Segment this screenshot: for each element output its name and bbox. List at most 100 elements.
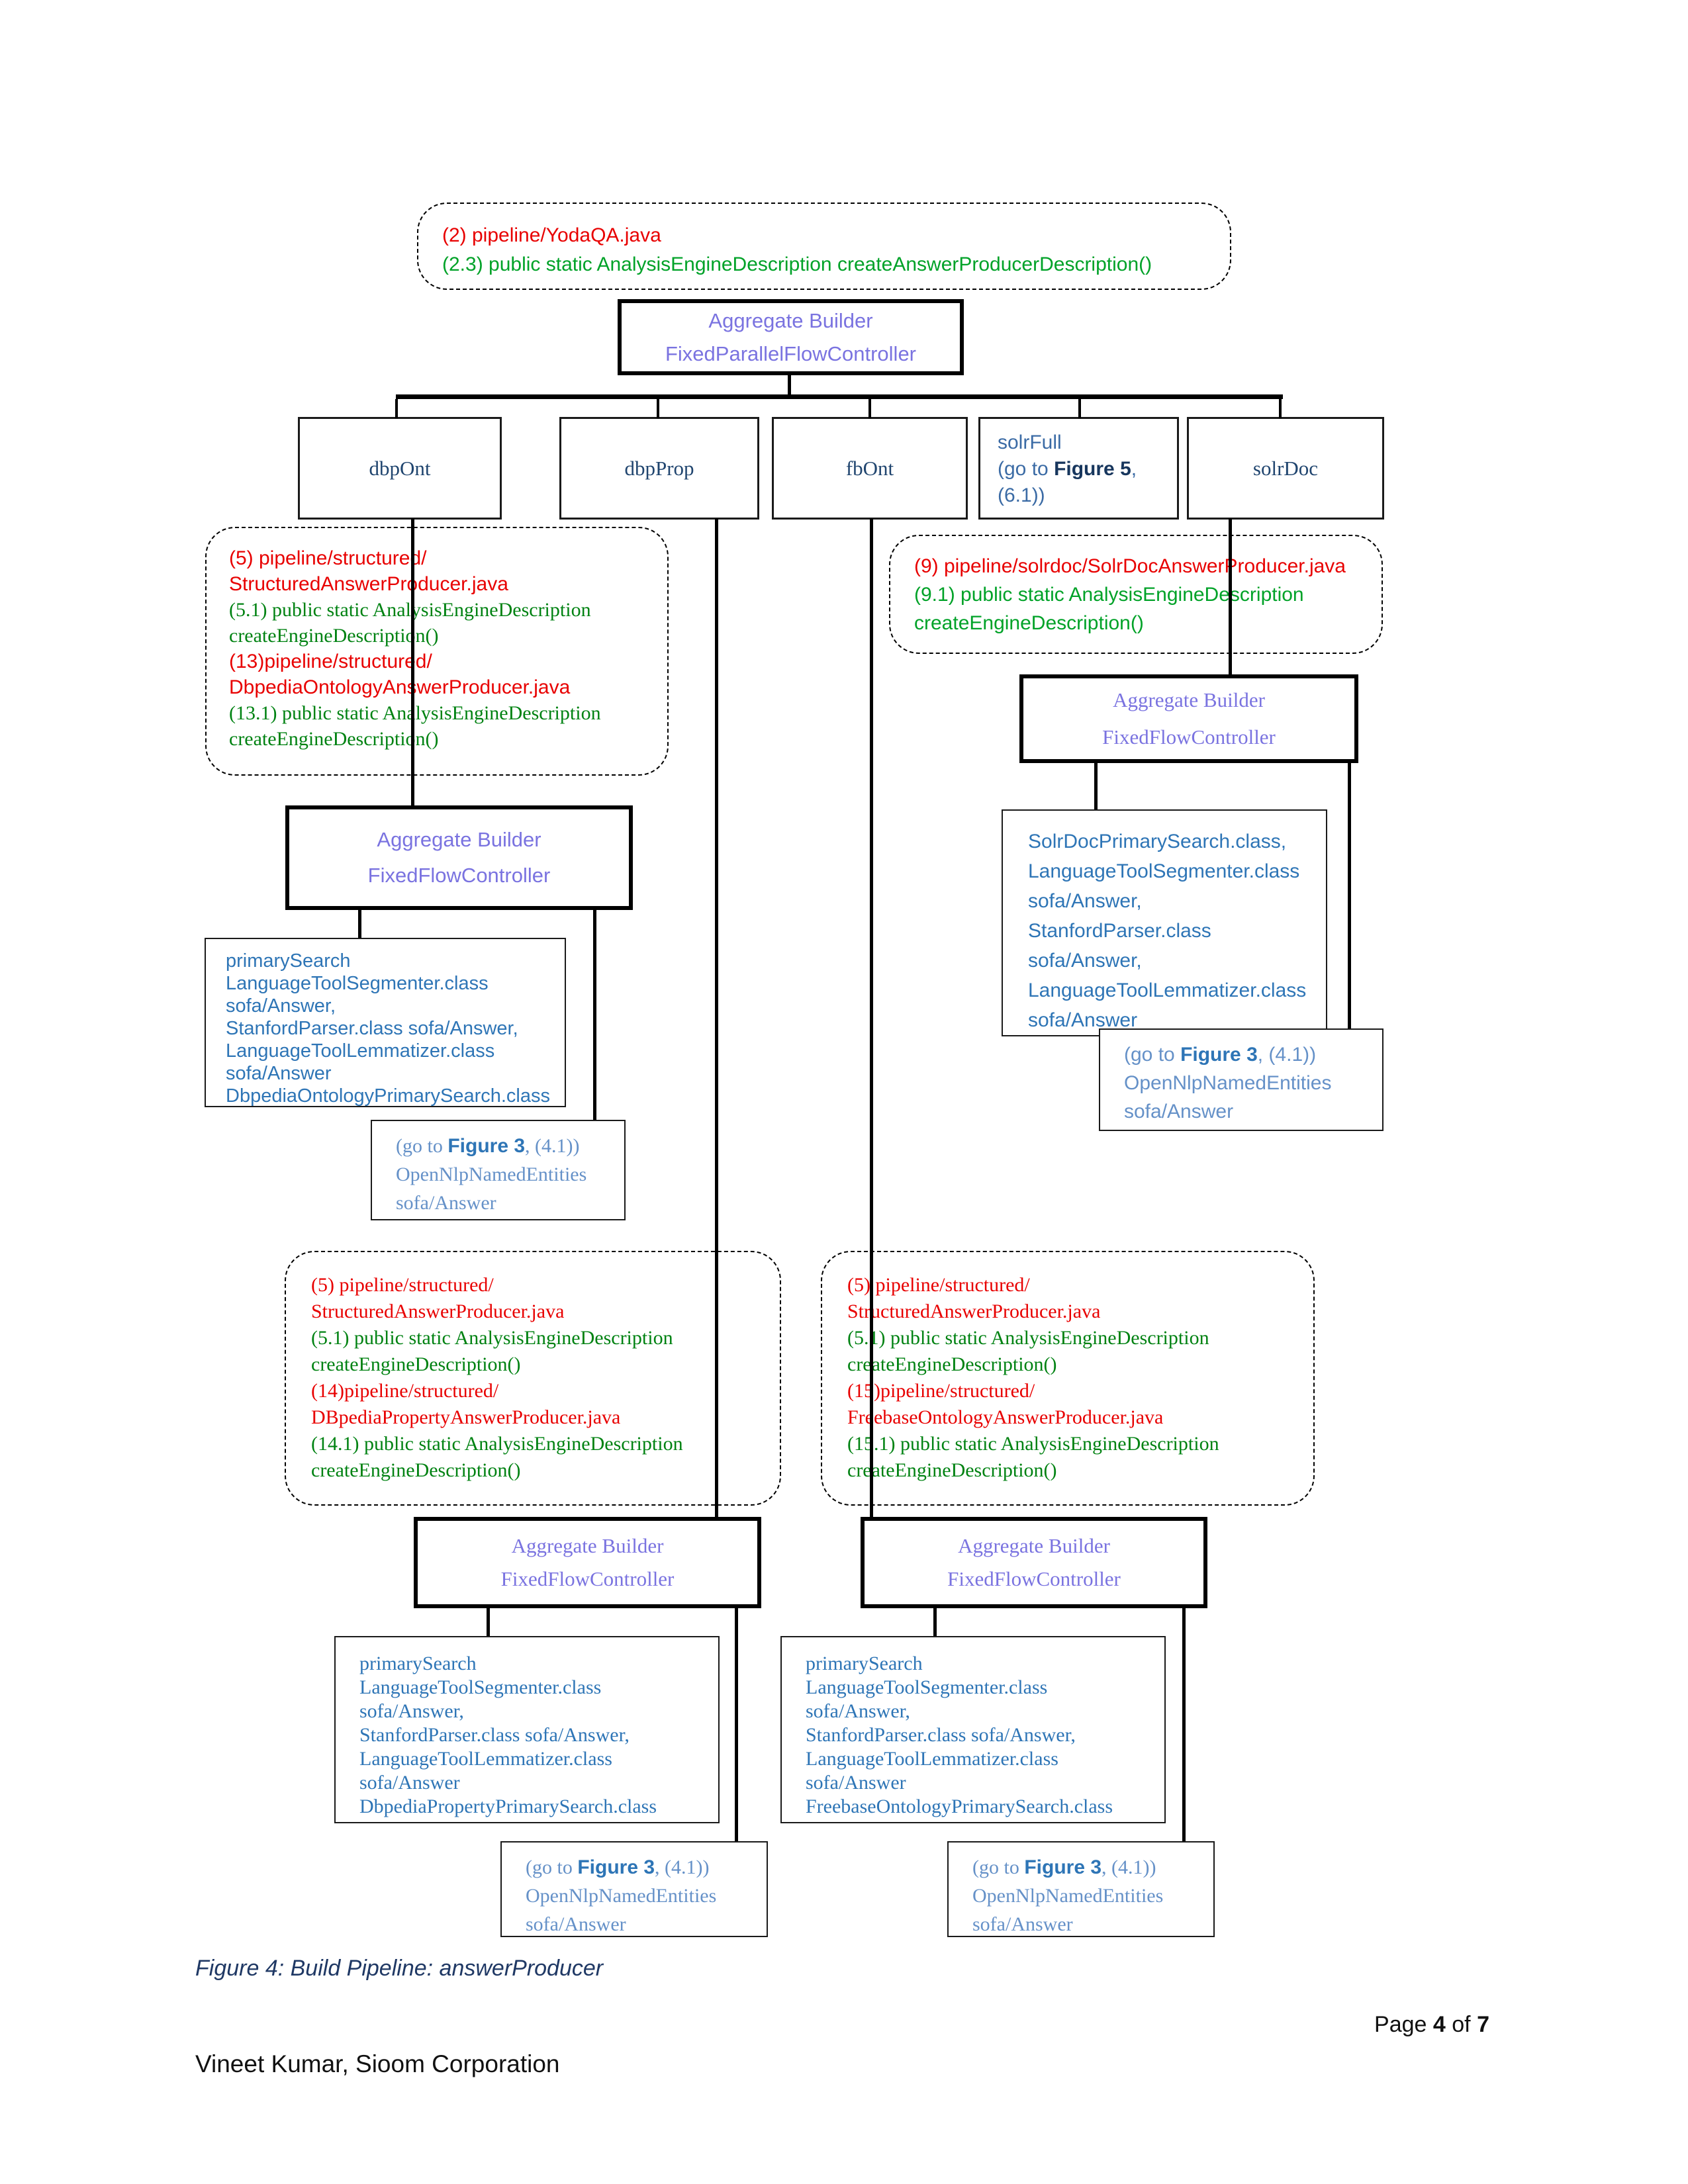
class-line: sofa/Answer, <box>1028 950 1142 972</box>
class-line: StanfordParser.class sofa/Answer, <box>806 1724 1076 1746</box>
class-line: primarySearch <box>806 1653 923 1674</box>
class-line: LanguageToolLemmatizer.class <box>806 1748 1058 1770</box>
connector-absolrdoc-right <box>1348 762 1351 1028</box>
connector-drop-fbont <box>868 399 871 418</box>
note-line: (13.1) public static AnalysisEngineDescr… <box>229 702 601 724</box>
node-label: dbpProp <box>624 456 694 480</box>
goto-figure5-line: (go to Figure 5, <box>998 458 1137 480</box>
node-fbont: fbOnt <box>772 417 968 520</box>
note-line: createEngineDescription() <box>311 1459 521 1481</box>
class-line: sofa/Answer, <box>1028 890 1142 912</box>
note-line: (15)pipeline/structured/ <box>847 1380 1035 1402</box>
note-line: (14.1) public static AnalysisEngineDescr… <box>311 1433 683 1455</box>
goto-line: OpenNlpNamedEntities <box>396 1163 587 1185</box>
class-line: StanfordParser.class <box>1028 920 1211 942</box>
flow-controller-label: FixedFlowController <box>1102 725 1276 749</box>
note-line: (9.1) public static AnalysisEngineDescri… <box>914 584 1304 606</box>
class-list-dbpont: primarySearch LanguageToolSegmenter.clas… <box>205 938 566 1107</box>
class-line: sofa/Answer <box>226 1063 332 1084</box>
class-line: LanguageToolSegmenter.class <box>226 973 489 994</box>
connector-fbont-down <box>870 518 873 1517</box>
note-line: DbpediaOntologyAnswerProducer.java <box>229 676 571 698</box>
aggregate-builder-title: Aggregate Builder <box>1113 688 1265 711</box>
goto-line: (go to Figure 3, (4.1)) <box>1124 1044 1317 1066</box>
note-line: (14)pipeline/structured/ <box>311 1380 499 1402</box>
class-line: FreebaseOntologyPrimarySearch.class <box>806 1796 1113 1817</box>
class-line: sofa/Answer <box>359 1772 460 1794</box>
connector-root-stub <box>788 374 791 396</box>
flow-controller-label: FixedParallelFlowController <box>665 341 917 365</box>
node-solrfull: solrFull (go to Figure 5, (6.1)) <box>978 417 1179 520</box>
note-line: (5.1) public static AnalysisEngineDescri… <box>311 1327 673 1349</box>
aggregate-builder-title: Aggregate Builder <box>511 1534 664 1557</box>
note-yodaqa: (2) pipeline/YodaQA.java (2.3) public st… <box>417 203 1231 290</box>
note-line: (5.1) public static AnalysisEngineDescri… <box>847 1327 1209 1349</box>
note-line: (2.3) public static AnalysisEngineDescri… <box>442 253 1152 275</box>
aggregate-builder-root: Aggregate Builder FixedParallelFlowContr… <box>618 299 964 375</box>
class-line: sofa/Answer, <box>359 1700 464 1722</box>
class-line: primarySearch <box>359 1653 477 1674</box>
goto-line: OpenNlpNamedEntities <box>526 1885 717 1907</box>
class-list-fbont: primarySearch LanguageToolSegmenter.clas… <box>780 1636 1166 1823</box>
aggregate-builder-fbont: Aggregate Builder FixedFlowController <box>861 1517 1207 1608</box>
note-line: DBpediaPropertyAnswerProducer.java <box>311 1406 621 1428</box>
connector-root-bar <box>396 394 1283 399</box>
aggregate-builder-solrdoc: Aggregate Builder FixedFlowController <box>1019 674 1358 763</box>
ref-number: (6.1)) <box>998 484 1045 506</box>
class-line: LanguageToolSegmenter.class <box>359 1676 602 1698</box>
note-line: (13)pipeline/structured/ <box>229 651 432 672</box>
goto-line: OpenNlpNamedEntities <box>1124 1072 1332 1094</box>
note-solrdoc-producer: (9) pipeline/solrdoc/SolrDocAnswerProduc… <box>889 535 1383 654</box>
class-line: DbpediaPropertyPrimarySearch.class <box>359 1796 657 1817</box>
goto-figure3-solrdoc: (go to Figure 3, (4.1)) OpenNlpNamedEnti… <box>1099 1028 1383 1131</box>
note-line: StructuredAnswerProducer.java <box>311 1300 565 1322</box>
figure-caption: Figure 4: Build Pipeline: answerProducer <box>195 1956 604 1981</box>
aggregate-builder-title: Aggregate Builder <box>958 1534 1110 1557</box>
note-line: (9) pipeline/solrdoc/SolrDocAnswerProduc… <box>914 555 1346 577</box>
connector-abdbpprop-left <box>487 1607 490 1636</box>
class-line: LanguageToolLemmatizer.class <box>1028 979 1307 1001</box>
note-line: (5) pipeline/structured/ <box>847 1274 1030 1296</box>
connector-dbpont-down <box>411 518 414 805</box>
note-line: (2) pipeline/YodaQA.java <box>442 224 661 246</box>
goto-line: OpenNlpNamedEntities <box>972 1885 1164 1907</box>
note-line: createEngineDescription() <box>229 625 439 647</box>
class-line: sofa/Answer, <box>226 995 336 1017</box>
connector-drop-solrdoc <box>1279 399 1282 418</box>
goto-line: sofa/Answer <box>972 1913 1073 1935</box>
flow-controller-label: FixedFlowController <box>500 1567 675 1590</box>
node-solrdoc: solrDoc <box>1187 417 1384 520</box>
goto-line: (go to Figure 3, (4.1)) <box>972 1856 1156 1878</box>
connector-abfbont-left <box>933 1607 937 1636</box>
note-line: StructuredAnswerProducer.java <box>847 1300 1101 1322</box>
class-line: StanfordParser.class sofa/Answer, <box>359 1724 630 1746</box>
class-line: sofa/Answer, <box>806 1700 910 1722</box>
class-line: sofa/Answer <box>806 1772 906 1794</box>
class-line: SolrDocPrimarySearch.class, <box>1028 831 1287 852</box>
node-dbpprop: dbpProp <box>559 417 759 520</box>
connector-solrdoc-down <box>1229 518 1232 674</box>
class-line: LanguageToolLemmatizer.class <box>226 1040 495 1062</box>
node-label: fbOnt <box>845 456 894 480</box>
note-structured-dbpont: (5) pipeline/structured/ StructuredAnswe… <box>205 527 669 776</box>
note-line: (15.1) public static AnalysisEngineDescr… <box>847 1433 1219 1455</box>
aggregate-builder-title: Aggregate Builder <box>377 828 541 851</box>
class-line: primarySearch <box>226 950 351 972</box>
goto-figure3-dbpprop: (go to Figure 3, (4.1)) OpenNlpNamedEnti… <box>500 1841 768 1937</box>
node-dbpont: dbpOnt <box>298 417 502 520</box>
note-line: (5.1) public static AnalysisEngineDescri… <box>229 599 591 621</box>
goto-line: sofa/Answer <box>396 1192 496 1214</box>
connector-abdbpprop-right <box>735 1607 738 1841</box>
note-line: createEngineDescription() <box>229 728 439 750</box>
flow-controller-label: FixedFlowController <box>367 864 551 887</box>
class-line: LanguageToolSegmenter.class <box>806 1676 1048 1698</box>
note-line: createEngineDescription() <box>847 1353 1057 1375</box>
class-line: StanfordParser.class sofa/Answer, <box>226 1018 518 1039</box>
figure3-ref: Figure 3 <box>1180 1044 1258 1066</box>
node-label: solrFull <box>998 432 1062 453</box>
connector-abdbpont-right <box>593 909 596 1120</box>
note-line: (5) pipeline/structured/ <box>311 1274 494 1296</box>
connector-abfbont-right <box>1182 1607 1186 1841</box>
note-line: createEngineDescription() <box>311 1353 521 1375</box>
